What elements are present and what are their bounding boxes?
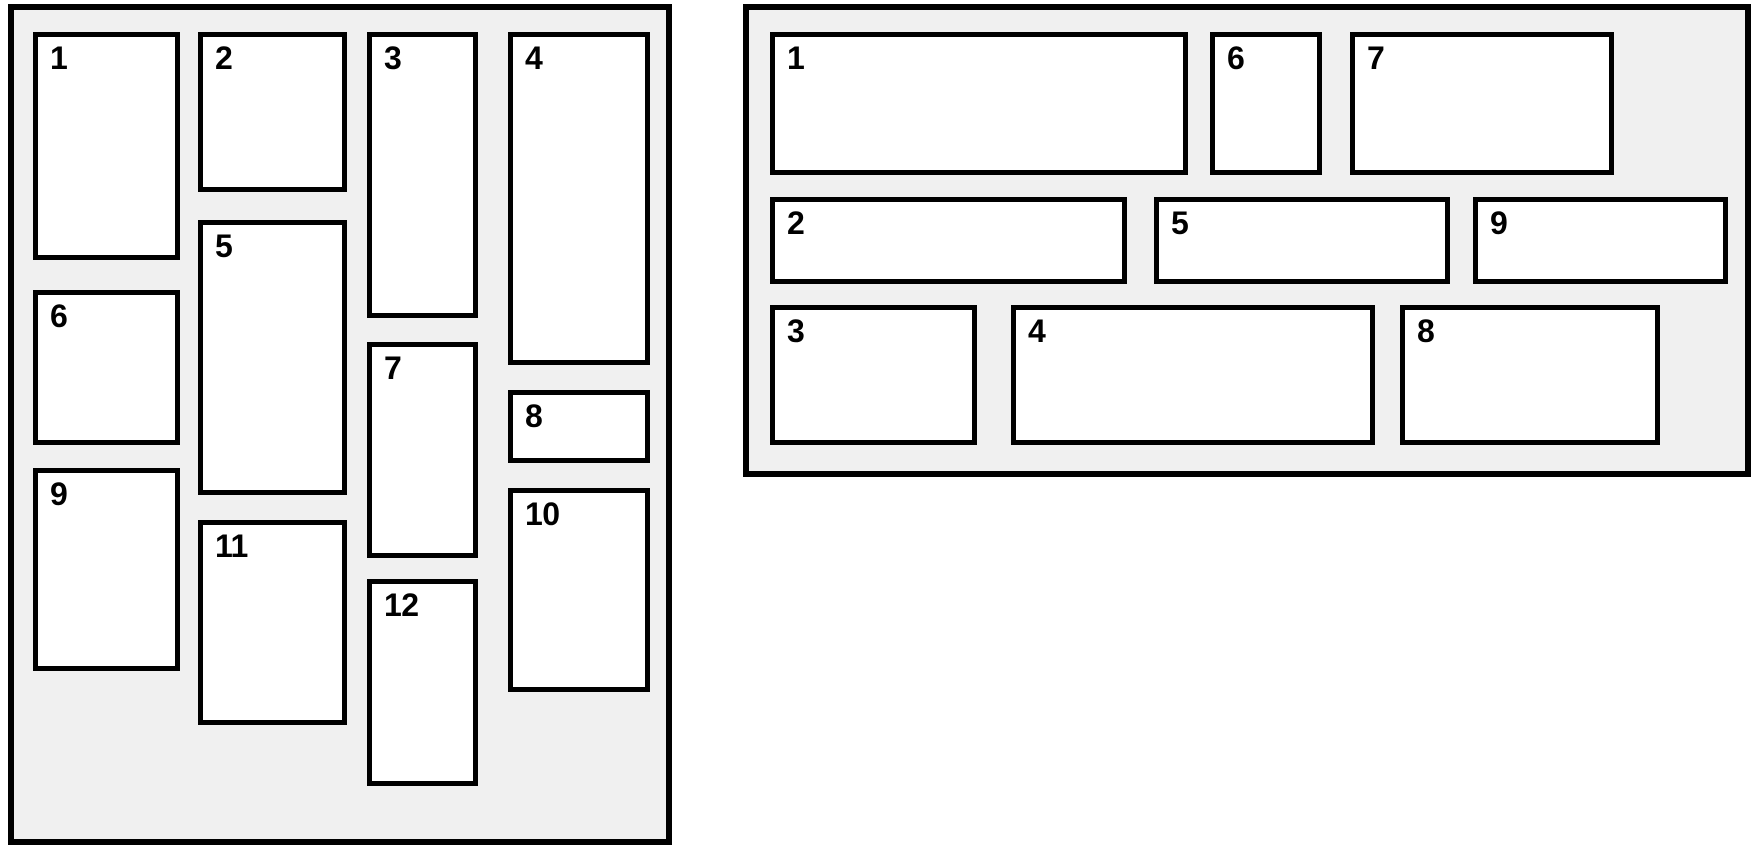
masonry-item-7: 7 bbox=[367, 342, 478, 558]
rows-item-3: 3 bbox=[770, 305, 977, 445]
masonry-item-3: 3 bbox=[367, 32, 478, 318]
item-number-label: 7 bbox=[1367, 40, 1385, 76]
item-number-label: 12 bbox=[384, 587, 419, 623]
rows-item-1: 1 bbox=[770, 32, 1188, 175]
item-number-label: 1 bbox=[50, 40, 68, 76]
rows-layout-panel: 1 2 3 4 5 6 7 8 9 bbox=[743, 4, 1751, 477]
masonry-item-9: 9 bbox=[33, 468, 180, 671]
item-number-label: 8 bbox=[525, 398, 543, 434]
item-number-label: 9 bbox=[50, 476, 68, 512]
item-number-label: 9 bbox=[1490, 205, 1508, 241]
rows-item-2: 2 bbox=[770, 197, 1127, 284]
masonry-item-8: 8 bbox=[508, 390, 650, 463]
item-number-label: 4 bbox=[1028, 313, 1046, 349]
item-number-label: 6 bbox=[50, 298, 68, 334]
rows-item-4: 4 bbox=[1011, 305, 1375, 445]
rows-item-6: 6 bbox=[1210, 32, 1322, 175]
masonry-item-4: 4 bbox=[508, 32, 650, 365]
masonry-item-12: 12 bbox=[367, 579, 478, 786]
masonry-item-11: 11 bbox=[198, 520, 347, 725]
item-number-label: 4 bbox=[525, 40, 543, 76]
item-number-label: 5 bbox=[1171, 205, 1189, 241]
item-number-label: 6 bbox=[1227, 40, 1245, 76]
item-number-label: 8 bbox=[1417, 313, 1435, 349]
item-number-label: 3 bbox=[787, 313, 805, 349]
masonry-item-5: 5 bbox=[198, 220, 347, 495]
item-number-label: 1 bbox=[787, 40, 805, 76]
item-number-label: 2 bbox=[787, 205, 805, 241]
masonry-item-2: 2 bbox=[198, 32, 347, 192]
rows-item-9: 9 bbox=[1473, 197, 1728, 284]
item-number-label: 2 bbox=[215, 40, 233, 76]
item-number-label: 10 bbox=[525, 496, 560, 532]
rows-item-8: 8 bbox=[1400, 305, 1660, 445]
rows-item-7: 7 bbox=[1350, 32, 1614, 175]
masonry-item-1: 1 bbox=[33, 32, 180, 260]
item-number-label: 5 bbox=[215, 228, 233, 264]
item-number-label: 11 bbox=[215, 528, 248, 564]
item-number-label: 7 bbox=[384, 350, 402, 386]
masonry-item-6: 6 bbox=[33, 290, 180, 445]
item-number-label: 3 bbox=[384, 40, 402, 76]
rows-item-5: 5 bbox=[1154, 197, 1450, 284]
masonry-item-10: 10 bbox=[508, 488, 650, 692]
